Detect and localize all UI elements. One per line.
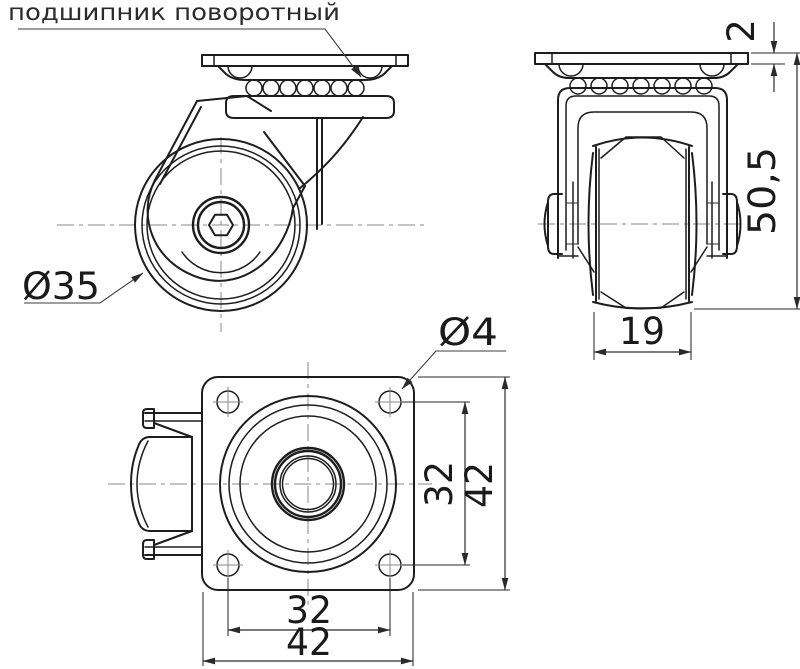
hole-spacing-horizontal-dim: 32	[286, 589, 332, 632]
overall-height-dim: 50,5	[741, 147, 784, 235]
front-fork	[557, 87, 728, 259]
front-wheel	[587, 136, 698, 310]
bottom-view: 32 42 32 42 Ø4	[108, 311, 510, 666]
raceway-outer	[219, 395, 397, 573]
bottom-wheel	[130, 436, 193, 532]
wheel-diameter-leader	[24, 272, 144, 304]
hole-spacing-vertical-dim: 32	[418, 461, 461, 507]
side-fork	[146, 95, 364, 282]
front-bearing-balls	[569, 77, 713, 95]
side-axle-hex-socket	[208, 213, 234, 237]
callouts: подшипник поворотный Ø35	[8, 0, 362, 308]
front-mounting-plate	[534, 52, 749, 65]
bearing-callout-label: подшипник поворотный	[8, 0, 340, 26]
side-view	[57, 54, 427, 332]
plate-width-dim: 42	[286, 621, 332, 664]
side-bearing-balls	[245, 79, 365, 97]
wheel-width-dim: 19	[619, 310, 665, 353]
hole-diameter-leader	[401, 350, 506, 390]
mounting-holes	[213, 387, 405, 580]
bearing-callout-leader	[18, 28, 362, 78]
front-axle-boss-right	[722, 193, 742, 255]
front-view: 2 50,5 19	[534, 19, 800, 360]
plate-thickness-dim: 2	[720, 19, 763, 43]
side-wheel-outer	[134, 138, 308, 312]
front-axle-boss-left	[543, 193, 563, 255]
hole-diameter-dim: Ø4	[438, 311, 498, 354]
plate-height-dim: 42	[458, 462, 501, 508]
side-swivel-cup	[225, 95, 395, 119]
bottom-fork-legs	[144, 412, 203, 556]
side-wheel-hub	[191, 195, 251, 255]
bottom-mounting-plate	[201, 376, 415, 591]
wheel-diameter-dim: Ø35	[22, 265, 100, 308]
bottom-centerlines	[108, 362, 432, 606]
side-mounting-plate	[201, 54, 409, 67]
kingpin-hub	[270, 446, 346, 522]
